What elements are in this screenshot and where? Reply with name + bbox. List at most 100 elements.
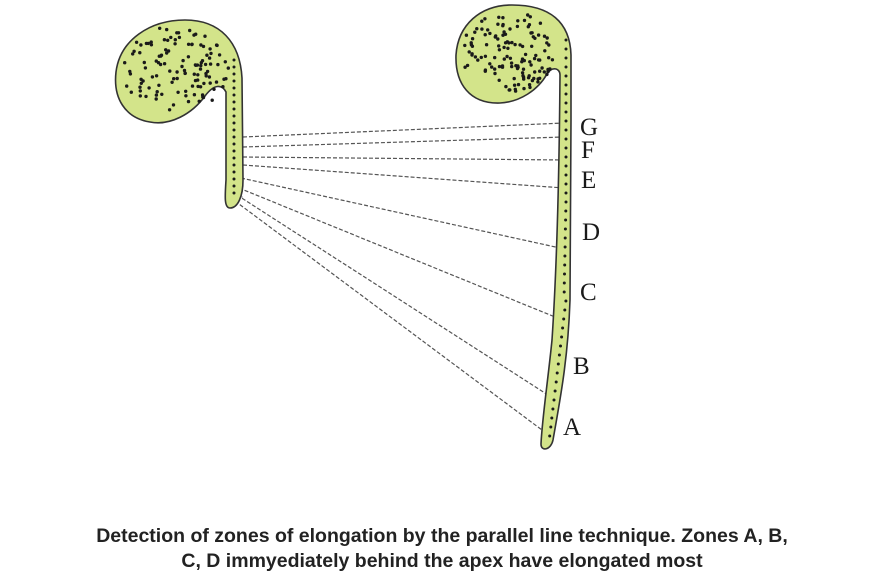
cell-dot [564, 137, 568, 141]
cell-dot [497, 64, 502, 69]
cell-dot [522, 86, 526, 91]
cell-dot [563, 254, 567, 258]
cell-dot [165, 51, 169, 55]
cell-dot [548, 434, 552, 438]
cell-dot [465, 63, 470, 68]
cell-dot [514, 63, 518, 68]
cell-dot [513, 87, 517, 92]
cell-dot [158, 26, 162, 30]
cell-dot [497, 48, 502, 52]
cell-dot [538, 76, 542, 81]
cell-dot [162, 62, 167, 66]
cell-dot [563, 227, 567, 231]
cell-dot [164, 48, 168, 52]
cell-dot [548, 67, 552, 71]
zone-label-a: A [563, 414, 581, 441]
cell-dot [564, 155, 568, 159]
cell-dot [493, 55, 497, 60]
cell-dot [536, 80, 540, 84]
zone-label-b: B [573, 353, 590, 380]
cell-dot [138, 51, 142, 55]
cell-dot [516, 19, 520, 23]
cell-dot [501, 33, 505, 37]
cell-dot [138, 94, 142, 98]
cell-dot [564, 92, 568, 96]
cell-dot [473, 30, 477, 34]
cell-dot [480, 19, 484, 23]
cell-dot [512, 76, 516, 81]
cell-dot [564, 47, 568, 51]
cell-dot [564, 83, 568, 87]
cell-dot [188, 28, 192, 33]
cell-dot [470, 52, 474, 56]
cell-dot [473, 55, 478, 59]
marker-line [234, 200, 543, 431]
cell-dot [564, 209, 568, 213]
cell-dot [532, 76, 536, 81]
cell-dot [501, 24, 505, 28]
cell-dot [166, 38, 170, 42]
cell-dot [564, 74, 568, 78]
cell-dot [232, 149, 236, 153]
cell-dot [469, 43, 474, 47]
cell-dot [507, 88, 511, 92]
cell-dot [564, 182, 568, 186]
cell-dot [506, 46, 510, 50]
cell-dot [560, 335, 564, 339]
marker-line [236, 194, 549, 396]
cell-dot [199, 63, 203, 68]
cell-dot [134, 40, 139, 44]
cell-dot [546, 69, 550, 74]
cell-dot [232, 135, 236, 139]
cell-dot [232, 177, 236, 181]
cell-dot [545, 36, 549, 40]
cell-dot [142, 60, 146, 65]
cell-dot [232, 93, 236, 97]
cell-dot [490, 65, 494, 69]
cell-dot [214, 80, 219, 84]
cell-dot [160, 92, 164, 97]
cell-dot [542, 34, 547, 38]
cell-dot [564, 164, 568, 168]
cell-dot [562, 317, 566, 321]
cell-dot [484, 43, 489, 47]
cell-dot [223, 60, 227, 64]
cell-dot [554, 380, 558, 384]
cell-dot [196, 78, 200, 82]
cell-dot [564, 200, 568, 204]
cell-dot [171, 103, 176, 107]
cell-dot [180, 64, 184, 69]
parallel-marker-lines [227, 122, 566, 431]
cell-dot [184, 89, 188, 94]
zone-label-d: D [582, 219, 600, 246]
cell-dot [502, 57, 506, 61]
cell-dot [483, 68, 488, 72]
cell-dot [502, 45, 506, 50]
cell-dot [520, 44, 525, 49]
cell-dot [177, 35, 182, 40]
cell-dot [155, 90, 159, 94]
cell-dot [563, 245, 567, 249]
cell-dot [232, 100, 236, 104]
cell-dot [497, 78, 501, 83]
cell-dot [129, 90, 133, 94]
cell-dot [194, 32, 198, 36]
cell-dot [175, 70, 179, 74]
cell-dot [564, 119, 568, 123]
cell-dot [479, 55, 483, 60]
cell-dot [516, 82, 521, 87]
figure-caption: Detection of zones of elongation by the … [0, 524, 884, 574]
cell-dot [162, 38, 167, 42]
cell-dot [205, 53, 209, 57]
cell-dot [513, 42, 517, 47]
cell-dot [138, 89, 142, 93]
cell-dot [493, 35, 497, 39]
cell-dot [232, 163, 236, 167]
cell-dot [564, 56, 568, 60]
cell-dot [149, 43, 154, 47]
cell-dot [232, 184, 236, 188]
zone-label-g: G [580, 114, 598, 141]
cell-dot [139, 43, 143, 47]
cell-dot [232, 65, 236, 69]
cell-dot [501, 16, 505, 20]
